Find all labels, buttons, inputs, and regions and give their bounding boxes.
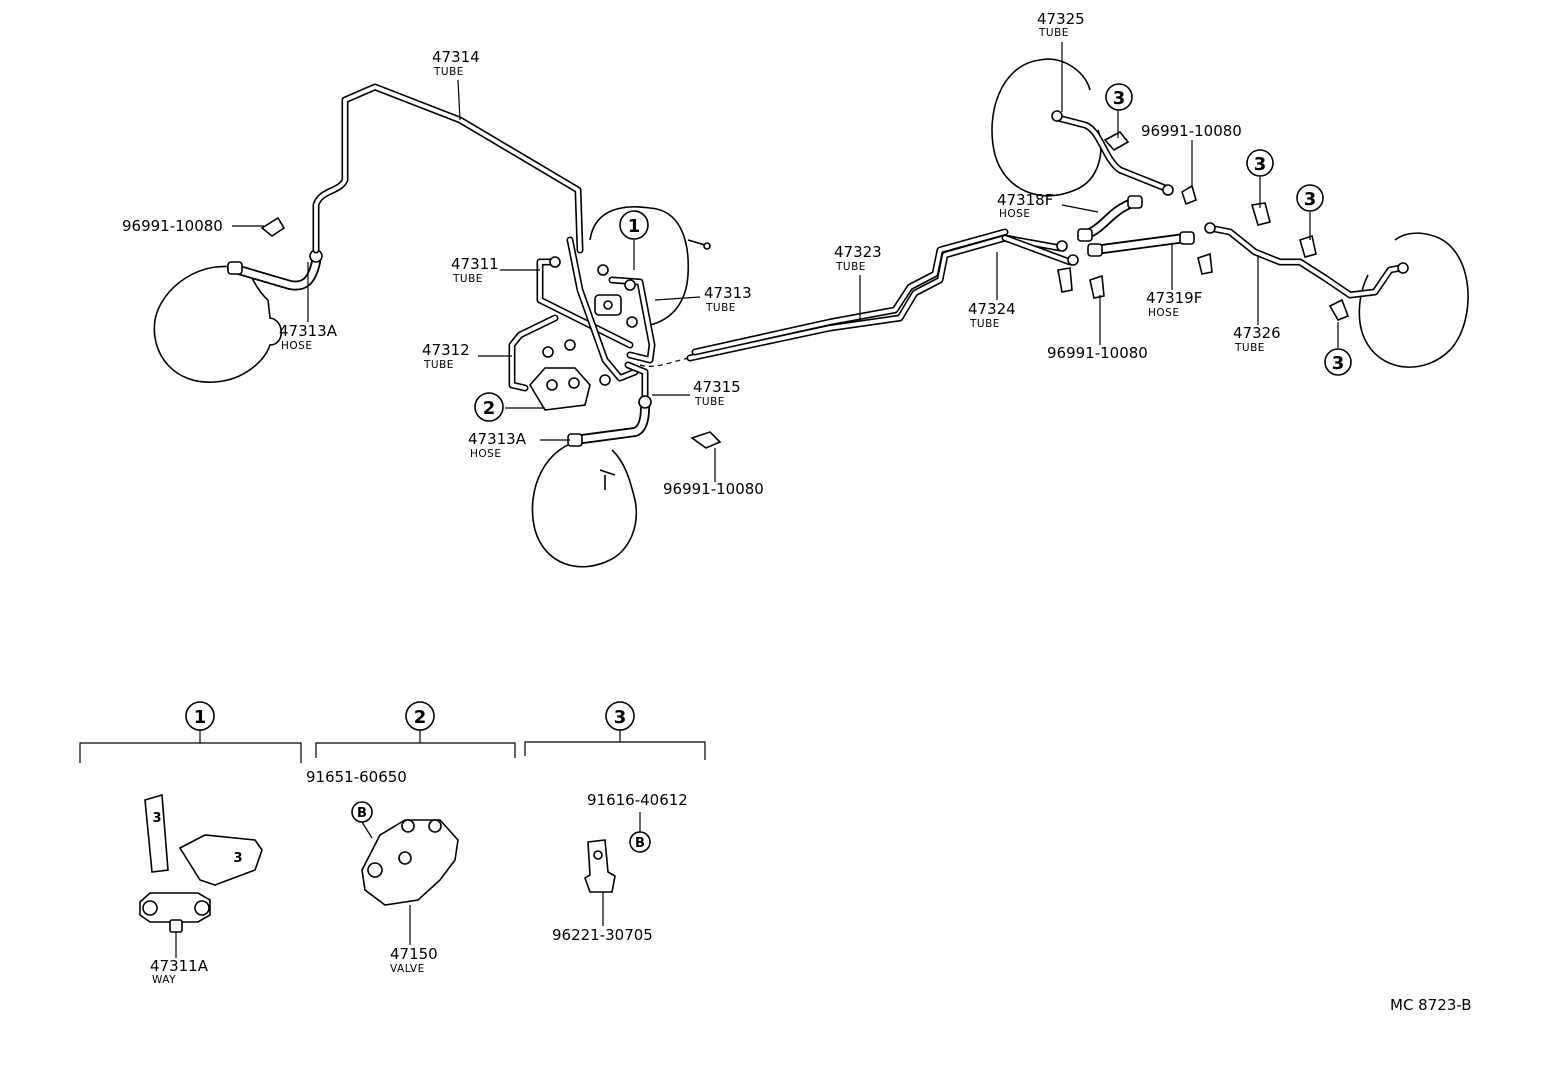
- clips-rear: [1057, 130, 1350, 322]
- svg-text:96221-30705: 96221-30705: [552, 926, 653, 944]
- circled-ref-3-a: 3: [1105, 83, 1133, 111]
- circled-ref-3-c: 3: [1296, 184, 1324, 212]
- svg-text:47313: 47313: [704, 284, 752, 302]
- figure-code: MC 8723-B: [1390, 996, 1472, 1014]
- callout-96991-mid: 96991-10080: [663, 480, 764, 498]
- rear-right-wheel: [1358, 232, 1469, 368]
- svg-text:3: 3: [1304, 189, 1317, 210]
- svg-text:47315: 47315: [693, 378, 741, 396]
- callout-47313A-left: 47313A HOSE: [279, 322, 338, 352]
- front-tubes-cluster: [508, 236, 656, 399]
- svg-text:3: 3: [1254, 154, 1267, 175]
- svg-text:TUBE: TUBE: [1038, 27, 1069, 39]
- svg-text:47312: 47312: [422, 341, 470, 359]
- circled-ref-3-d: 3: [1324, 348, 1352, 376]
- callout-47326: 47326 TUBE: [1233, 324, 1281, 354]
- svg-text:TUBE: TUBE: [694, 396, 725, 408]
- svg-text:3: 3: [1332, 353, 1345, 374]
- leader-lines: [232, 42, 1339, 482]
- svg-text:96991-10080: 96991-10080: [1141, 122, 1242, 140]
- svg-text:TUBE: TUBE: [969, 318, 1000, 330]
- right-front-wheel: [531, 439, 637, 568]
- svg-text:TUBE: TUBE: [433, 66, 464, 78]
- svg-text:96991-10080: 96991-10080: [663, 480, 764, 498]
- svg-text:B: B: [635, 836, 645, 851]
- circled-ref-2-main: 2: [474, 392, 504, 422]
- circled-ref-3-b: 3: [1246, 149, 1274, 177]
- svg-text:2: 2: [483, 398, 496, 419]
- clip-mid: [690, 431, 722, 449]
- svg-text:3: 3: [614, 707, 627, 728]
- tube-47325: [1051, 110, 1174, 196]
- circled-ref-1-main: 1: [619, 210, 649, 240]
- svg-text:HOSE: HOSE: [1148, 307, 1179, 319]
- svg-text:47313A: 47313A: [468, 430, 527, 448]
- detail-group-1: 1 3 3 47311A WAY: [79, 701, 302, 986]
- detail-group-3: 3 91616-40612 B 96221-30705: [524, 701, 706, 944]
- svg-text:47325: 47325: [1037, 10, 1085, 28]
- svg-text:VALVE: VALVE: [390, 963, 425, 975]
- svg-text:TUBE: TUBE: [835, 261, 866, 273]
- svg-text:TUBE: TUBE: [705, 302, 736, 314]
- left-front-hose: [227, 249, 323, 291]
- left-front-wheel: [153, 265, 283, 383]
- svg-text:47318F: 47318F: [997, 191, 1053, 209]
- detail-group-2: 2 91651-60650 B 47150 VALVE: [306, 701, 516, 975]
- svg-text:47313A: 47313A: [279, 322, 338, 340]
- svg-text:3: 3: [152, 811, 161, 826]
- callout-96991-left: 96991-10080: [122, 217, 223, 235]
- svg-text:91616-40612: 91616-40612: [587, 791, 688, 809]
- svg-text:TUBE: TUBE: [423, 359, 454, 371]
- callout-47313A-front: 47313A HOSE: [468, 430, 527, 460]
- svg-text:WAY: WAY: [152, 974, 176, 986]
- callout-96991-rear: 96991-10080: [1047, 344, 1148, 362]
- svg-text:47323: 47323: [834, 243, 882, 261]
- callout-47315: 47315 TUBE: [693, 378, 741, 408]
- tube-47314: [312, 83, 584, 254]
- callout-47311: 47311 TUBE: [451, 255, 499, 285]
- callout-96991-top: 96991-10080: [1141, 122, 1242, 140]
- callout-47325: 47325 TUBE: [1037, 10, 1085, 39]
- svg-text:1: 1: [628, 216, 641, 237]
- svg-text:3: 3: [1113, 88, 1126, 109]
- svg-text:TUBE: TUBE: [1234, 342, 1265, 354]
- svg-text:HOSE: HOSE: [470, 448, 501, 460]
- callout-47313: 47313 TUBE: [704, 284, 752, 314]
- hose-47318F: [1077, 195, 1143, 242]
- svg-text:47324: 47324: [968, 300, 1016, 318]
- svg-text:47311A: 47311A: [150, 957, 209, 975]
- svg-text:47319F: 47319F: [1146, 289, 1202, 307]
- rear-left-wheel: [991, 58, 1102, 197]
- svg-text:47311: 47311: [451, 255, 499, 273]
- svg-text:2: 2: [414, 707, 427, 728]
- svg-text:HOSE: HOSE: [281, 340, 312, 352]
- callout-47319F: 47319F HOSE: [1146, 289, 1202, 319]
- callout-47312: 47312 TUBE: [422, 341, 470, 371]
- svg-text:96991-10080: 96991-10080: [1047, 344, 1148, 362]
- callout-47314: 47314 TUBE: [432, 48, 480, 78]
- callout-47324: 47324 TUBE: [968, 300, 1016, 330]
- callout-47318F: 47318F HOSE: [997, 191, 1053, 220]
- svg-text:47314: 47314: [432, 48, 480, 66]
- clip-left: [260, 216, 286, 237]
- tube-47326: [1204, 222, 1409, 299]
- brake-booster: [589, 206, 711, 326]
- svg-text:1: 1: [194, 707, 207, 728]
- svg-text:HOSE: HOSE: [999, 208, 1030, 220]
- tube-47323: [639, 228, 1079, 367]
- callout-47323: 47323 TUBE: [834, 243, 882, 273]
- proportioning-valve: [529, 367, 611, 411]
- svg-text:3: 3: [233, 851, 242, 866]
- svg-text:47326: 47326: [1233, 324, 1281, 342]
- svg-text:91651-60650: 91651-60650: [306, 768, 407, 786]
- svg-text:TUBE: TUBE: [452, 273, 483, 285]
- svg-text:47150: 47150: [390, 945, 438, 963]
- svg-text:96991-10080: 96991-10080: [122, 217, 223, 235]
- svg-text:B: B: [357, 806, 367, 821]
- hose-47319F: [1087, 231, 1195, 257]
